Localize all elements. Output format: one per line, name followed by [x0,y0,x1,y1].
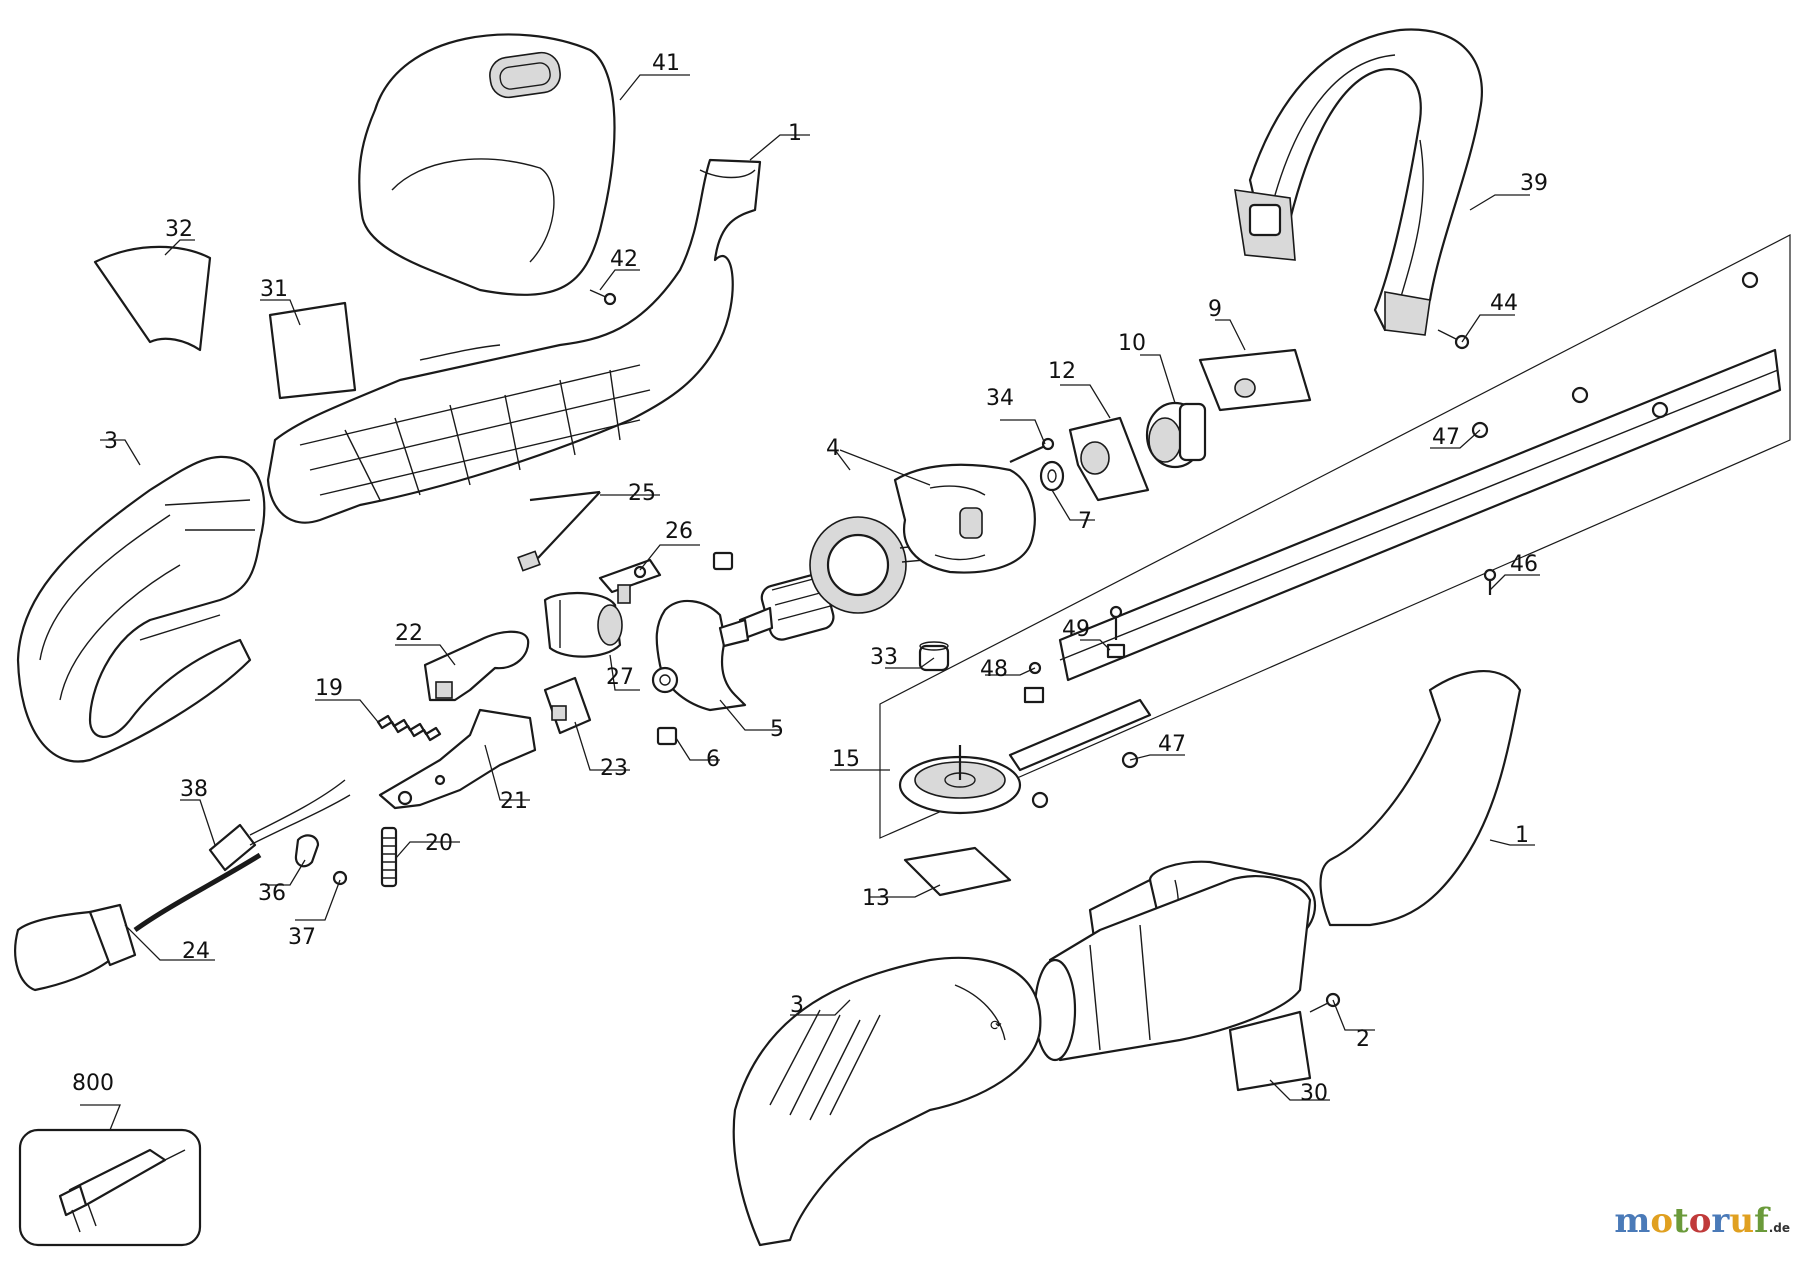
part-34-pin [1009,437,1055,464]
part-25-rod [517,490,601,572]
part-44-screw [1437,329,1470,350]
part-36-clamp [294,834,320,868]
label-44: 44 [1490,291,1518,316]
label-27: 27 [606,665,634,690]
label-1-top: 1 [788,121,802,146]
drive-gear [898,745,1022,815]
part-32-label [93,245,212,352]
part-3-handle-half [16,455,266,763]
label-47-upper: 47 [1432,425,1460,450]
part-10-coupling [1145,401,1207,469]
part-1-housing-half [266,158,762,524]
part-30-label [1228,1010,1312,1092]
part-3-lower-handle: ⟳ [732,956,1042,1247]
watermark-tld: .de [1768,1221,1790,1235]
part-12-plate [1068,416,1150,502]
blade-bar [1058,348,1782,682]
label-7: 7 [1078,509,1092,534]
part-brush-block-upper [712,551,734,571]
label-48: 48 [980,657,1008,682]
part-4-armature [718,463,1036,648]
part-6-brush-block [656,726,678,746]
leader-lines [80,74,1540,1131]
label-31: 31 [260,277,288,302]
label-1-lower: 1 [1515,823,1529,848]
part-22-trigger-lock [423,630,530,702]
label-38: 38 [180,777,208,802]
part-19-spring [376,714,442,742]
watermark-text: motoruf [1614,1201,1769,1241]
part-41-cover [358,33,616,296]
label-47-lower: 47 [1158,732,1186,757]
part-42-screw [589,289,617,306]
label-41: 41 [652,51,680,76]
label-49: 49 [1062,617,1090,642]
label-32: 32 [165,217,193,242]
label-3-lower: 3 [790,993,804,1018]
label-4: 4 [826,436,840,461]
part-39-front-handle [1234,28,1483,336]
blade-assembly-frame [879,234,1791,839]
label-36: 36 [258,881,286,906]
label-37: 37 [288,925,316,950]
part-7-washer [1039,460,1065,492]
label-20: 20 [425,831,453,856]
label-13: 13 [862,886,890,911]
part-33-bushing [918,641,950,672]
part-13-plate [903,846,1012,897]
label-800: 800 [72,1071,114,1096]
label-24: 24 [182,939,210,964]
label-21: 21 [500,789,528,814]
label-25: 25 [628,481,656,506]
part-37-screw [332,870,348,886]
blade-fasteners [1023,271,1759,809]
label-26: 26 [665,519,693,544]
label-23: 23 [600,756,628,781]
arrow-mark: ⟳ [990,1018,1002,1034]
part-26-lever [598,558,662,604]
part-5-end-bracket [651,599,747,712]
part-800-tool [18,1128,202,1247]
label-33: 33 [870,645,898,670]
watermark-logo: motoruf.de [1614,1201,1790,1241]
label-46: 46 [1510,552,1538,577]
label-15: 15 [832,747,860,772]
drive-link [1008,698,1152,772]
label-30: 30 [1300,1081,1328,1106]
part-31-label [268,301,357,400]
part-27-switch [543,592,623,658]
part-23-microswitch [543,676,592,735]
label-6: 6 [706,747,720,772]
label-34: 34 [986,386,1014,411]
part-9-bracket [1198,348,1312,412]
part-numbers: 41 1 32 31 42 3 25 26 27 22 19 21 20 23 … [72,51,1548,1106]
label-3-top: 3 [104,429,118,454]
label-5: 5 [770,717,784,742]
label-19: 19 [315,676,343,701]
label-39: 39 [1520,171,1548,196]
label-9: 9 [1208,297,1222,322]
part-24-cord [14,779,351,992]
label-12: 12 [1048,359,1076,384]
label-10: 10 [1118,331,1146,356]
label-2: 2 [1356,1027,1370,1052]
motor-body [1033,875,1312,1062]
label-42: 42 [610,247,638,272]
label-22: 22 [395,621,423,646]
part-21-trigger [378,708,537,810]
part-20-spring [380,826,398,888]
